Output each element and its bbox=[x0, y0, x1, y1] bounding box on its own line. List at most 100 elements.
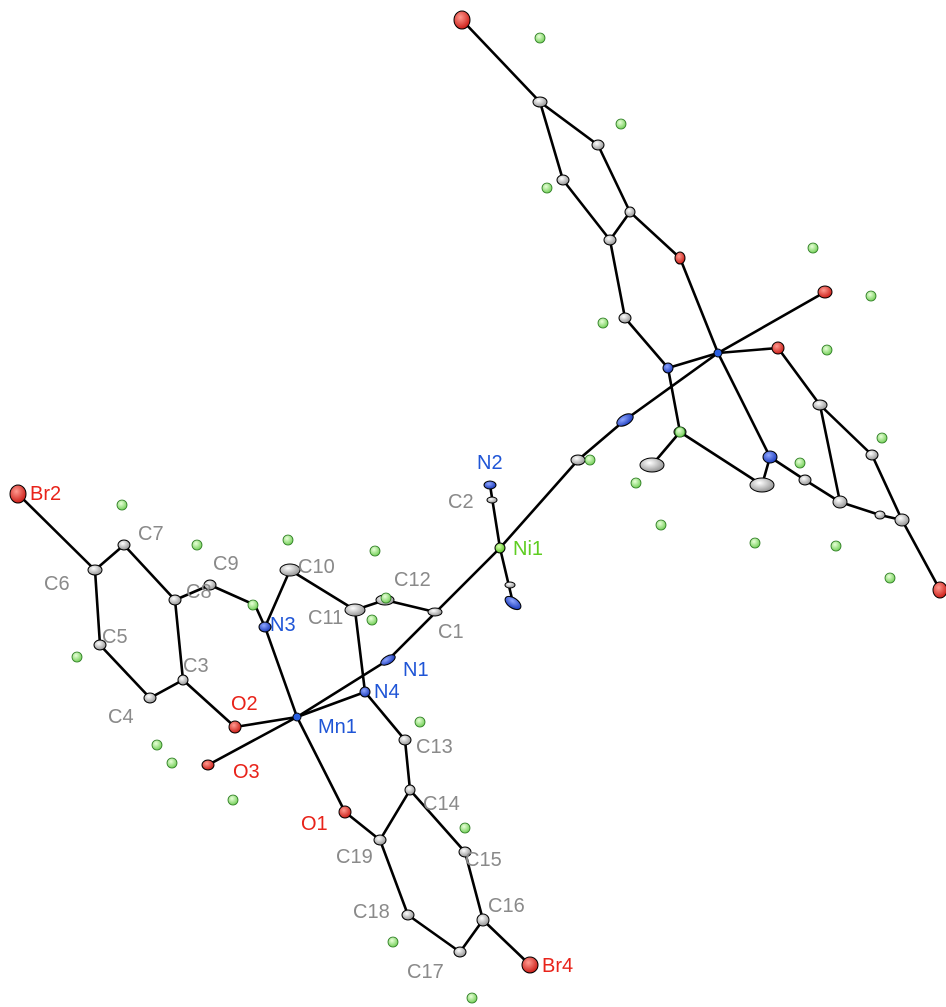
atom-Ni1 bbox=[494, 542, 506, 554]
label-Br2: Br2 bbox=[30, 483, 61, 505]
atom-C19 bbox=[373, 834, 387, 846]
atom-C1 bbox=[427, 607, 443, 617]
atom-C17 bbox=[453, 946, 467, 958]
atom-C-upper7 bbox=[570, 454, 586, 466]
atom-H bbox=[459, 822, 471, 834]
label-C8: C8 bbox=[186, 581, 212, 603]
label-C18: C18 bbox=[353, 901, 390, 923]
label-C17: C17 bbox=[407, 961, 444, 983]
atom-C-cyano bbox=[504, 581, 516, 589]
atom-C-upper1 bbox=[532, 96, 548, 108]
atom-H bbox=[794, 457, 806, 469]
label-C16: C16 bbox=[488, 895, 525, 917]
atom-H bbox=[534, 32, 546, 44]
atom-C5 bbox=[93, 639, 107, 651]
atom-C-upper8 bbox=[639, 457, 665, 473]
label-O2: O2 bbox=[231, 693, 258, 715]
atom-H bbox=[830, 540, 842, 552]
label-C6: C6 bbox=[44, 573, 70, 595]
label-N1: N1 bbox=[403, 659, 429, 681]
atom-C2 bbox=[486, 496, 498, 504]
atom-C-upper6 bbox=[618, 312, 632, 324]
atom-O3 bbox=[201, 759, 215, 771]
label-O1: O1 bbox=[301, 813, 328, 835]
atom-H bbox=[151, 739, 163, 751]
atom-H bbox=[674, 426, 686, 438]
atom-N-upper3 bbox=[762, 450, 778, 464]
atom-H bbox=[380, 592, 392, 604]
atom-H bbox=[655, 519, 667, 531]
atom-O-upper1 bbox=[674, 251, 686, 265]
atom-C-upper11 bbox=[798, 474, 812, 486]
label-N2: N2 bbox=[477, 452, 503, 474]
atom-C-upper13 bbox=[832, 495, 848, 509]
atom-N-cyano bbox=[504, 595, 522, 611]
atom-C15 bbox=[458, 846, 472, 858]
atom-H bbox=[116, 499, 128, 511]
atom-N-upper2 bbox=[662, 362, 674, 374]
atom-C9 bbox=[203, 579, 217, 591]
atom-H bbox=[821, 344, 833, 356]
atom-C11 bbox=[344, 603, 366, 617]
label-C10: C10 bbox=[298, 556, 335, 578]
atom-C-upper14 bbox=[865, 449, 879, 461]
label-C7: C7 bbox=[138, 523, 164, 545]
atom-C-upper3 bbox=[556, 174, 570, 186]
atom-C4 bbox=[143, 692, 157, 704]
atom-C7 bbox=[117, 539, 131, 551]
atom-H bbox=[227, 794, 239, 806]
atom-C18 bbox=[401, 909, 415, 921]
atom-Br4 bbox=[521, 956, 539, 974]
atom-C-upper2 bbox=[591, 139, 605, 151]
atom-O-upper3 bbox=[817, 285, 833, 299]
atom-H bbox=[282, 534, 294, 546]
label-C1: C1 bbox=[438, 621, 464, 643]
atom-C8 bbox=[168, 594, 182, 606]
label-Br4: Br4 bbox=[542, 955, 573, 977]
atom-H bbox=[865, 290, 877, 302]
atom-C6 bbox=[87, 564, 103, 576]
atom-Mn1 bbox=[292, 712, 302, 722]
atom-H bbox=[247, 599, 259, 611]
atoms bbox=[9, 10, 946, 1004]
label-C4: C4 bbox=[108, 706, 134, 728]
atom-N3 bbox=[258, 621, 272, 633]
label-C11: C11 bbox=[308, 607, 343, 629]
atom-H bbox=[369, 545, 381, 557]
label-N3: N3 bbox=[270, 614, 296, 636]
label-Ni1: Ni1 bbox=[513, 538, 543, 560]
atom-H bbox=[597, 317, 609, 329]
atom-H bbox=[884, 572, 896, 584]
atom-O1 bbox=[338, 805, 352, 819]
atom-labels: Br2 C7 C6 C9 C10 C12 N2 C2 Ni1 C8 N3 C11… bbox=[30, 452, 573, 983]
atom-H bbox=[71, 651, 83, 663]
label-C13: C13 bbox=[416, 736, 453, 758]
atom-N-upper1 bbox=[616, 413, 634, 427]
atom-N2 bbox=[483, 480, 497, 490]
atom-C3 bbox=[177, 674, 189, 686]
atom-H bbox=[807, 242, 819, 254]
atom-Br-right bbox=[932, 581, 946, 599]
atom-H bbox=[615, 118, 627, 130]
label-N4: N4 bbox=[374, 681, 400, 703]
atom-H bbox=[541, 182, 553, 194]
atom-H bbox=[166, 757, 178, 769]
atom-H bbox=[876, 432, 888, 444]
atom-O2 bbox=[228, 720, 242, 734]
atom-C-upper4 bbox=[624, 206, 636, 218]
atom-Br2 bbox=[9, 484, 27, 504]
atom-H bbox=[749, 537, 761, 549]
atom-C-upper15 bbox=[894, 513, 910, 527]
label-C9: C9 bbox=[213, 553, 239, 575]
atom-H bbox=[584, 454, 596, 466]
atom-H bbox=[366, 614, 378, 626]
atom-H bbox=[414, 716, 426, 728]
label-C2: C2 bbox=[448, 491, 474, 513]
atom-C13 bbox=[398, 734, 412, 746]
atom-Mn-upper bbox=[713, 348, 723, 358]
atom-C-upper10 bbox=[749, 477, 775, 493]
bonds bbox=[16, 18, 942, 967]
atom-C-upper16 bbox=[874, 510, 886, 520]
label-C5: C5 bbox=[102, 626, 128, 648]
